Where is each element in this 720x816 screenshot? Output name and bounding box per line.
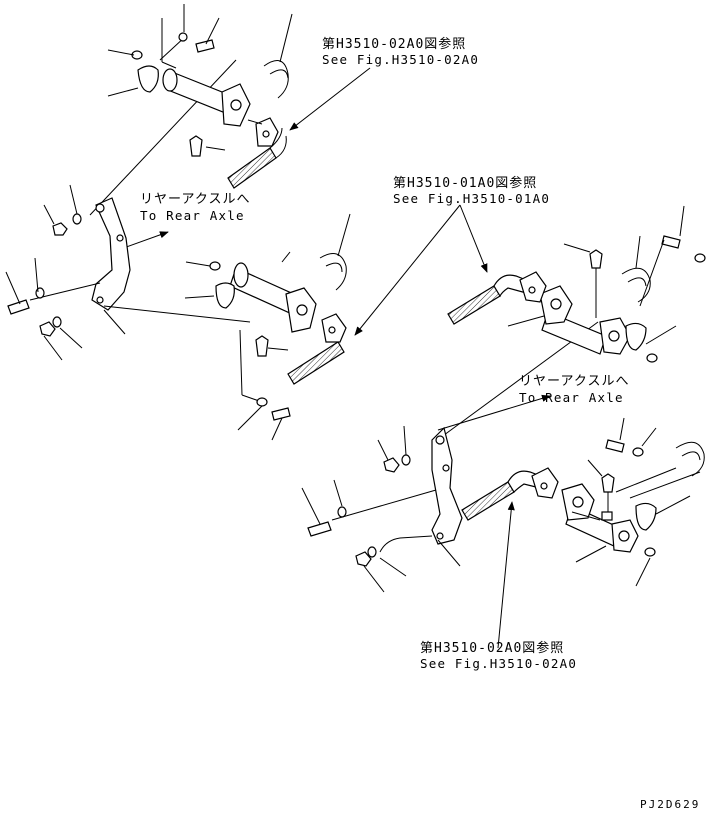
bracket-right xyxy=(301,425,463,593)
direction-right-ja: リヤーアクスルへ xyxy=(519,374,629,389)
assembly-upper-left xyxy=(89,4,293,216)
direction-left-ja: リヤーアクスルへ xyxy=(140,192,250,207)
direction-right-en: To Rear Axle xyxy=(519,390,624,405)
ref-mid-ja: 第H3510-01A0図参照 xyxy=(393,175,537,191)
ref-mid-en: See Fig.H3510-01A0 xyxy=(393,191,550,206)
ref-top-ja: 第H3510-02A0図参照 xyxy=(322,36,466,52)
assembly-mid-right xyxy=(439,205,706,439)
ref-bottom-ja: 第H3510-02A0図参照 xyxy=(420,640,564,656)
ref-bottom-en: See Fig.H3510-02A0 xyxy=(420,656,577,671)
direction-left-en: To Rear Axle xyxy=(140,208,245,223)
reference-arrows xyxy=(117,67,551,649)
ref-top-en: See Fig.H3510-02A0 xyxy=(322,52,479,67)
bracket-left xyxy=(5,184,251,361)
drawing-code: PJ2D629 xyxy=(640,798,700,811)
assembly-mid-left xyxy=(184,213,351,441)
assembly-bottom-right xyxy=(461,417,705,587)
